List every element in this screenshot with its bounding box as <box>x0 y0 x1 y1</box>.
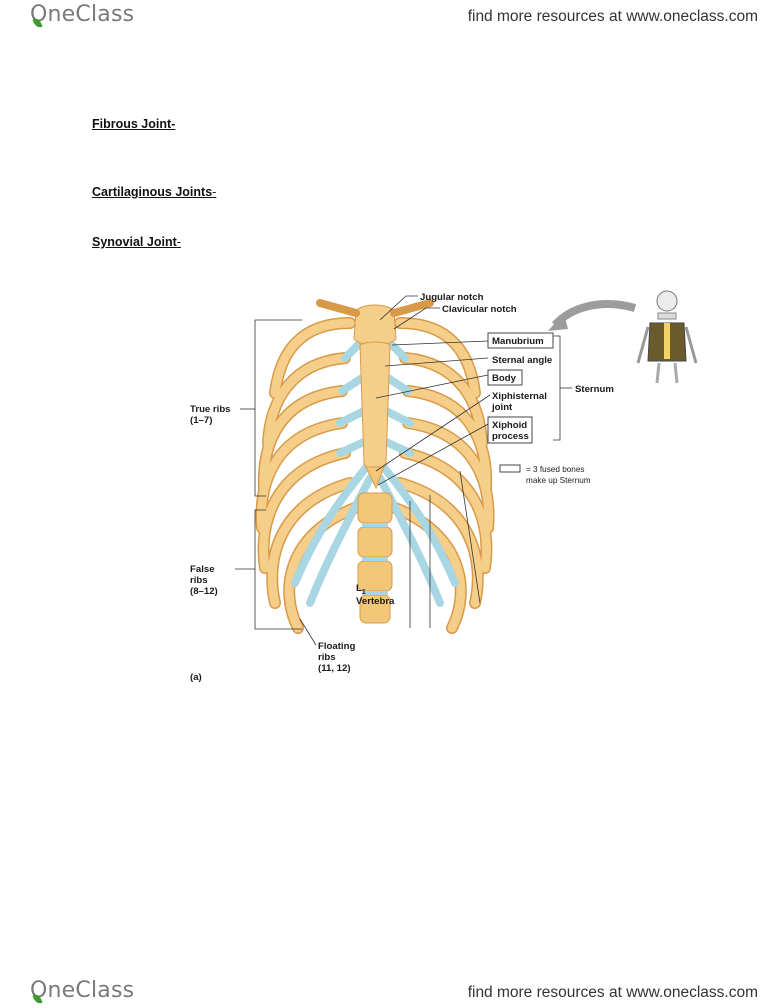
legend-line-1: = 3 fused bones <box>526 465 585 474</box>
legend-line-2: make up Sternum <box>526 476 591 485</box>
label-jugular-notch: Jugular notch <box>420 292 484 303</box>
label-sternum: Sternum <box>575 384 614 395</box>
logo-text: OneClass <box>30 2 135 27</box>
label-xiphisternal-1: Xiphisternal <box>492 391 547 402</box>
label-body: Body <box>492 373 517 384</box>
rib-cage-figure: Jugular notch Clavicular notch Manubrium… <box>180 283 720 693</box>
clavicles <box>316 299 434 317</box>
label-manubrium: Manubrium <box>492 336 544 347</box>
oneclass-logo-footer[interactable]: OneClass <box>30 978 135 1005</box>
heading-fibrous-joint: Fibrous Joint- <box>92 117 176 131</box>
label-xiphoid-1: Xiphoid <box>492 420 527 431</box>
label-xiphoid-2: process <box>492 431 529 442</box>
label-xiphisternal-2: joint <box>491 402 513 413</box>
logo-text: OneClass <box>30 978 135 1003</box>
mini-skeleton-icon <box>548 290 698 384</box>
resources-link-footer[interactable]: find more resources at www.oneclass.com <box>467 984 758 1001</box>
oneclass-logo[interactable]: OneClass <box>30 2 135 29</box>
label-false-ribs-2: ribs <box>190 575 208 586</box>
ribs <box>255 317 495 634</box>
label-sternal-angle: Sternal angle <box>492 355 552 366</box>
label-false-ribs-1: False <box>190 564 215 575</box>
label-vertebra: Vertebra <box>356 596 395 607</box>
heading-cartilaginous-joints: Cartilaginous Joints- <box>92 185 217 199</box>
sternum <box>353 304 397 490</box>
label-l1: L1 <box>356 583 366 596</box>
label-clavicular-notch: Clavicular notch <box>442 304 517 315</box>
label-true-ribs-2: (1–7) <box>190 415 212 426</box>
label-panel-a: (a) <box>190 672 202 683</box>
costal-cartilage <box>291 341 459 607</box>
resources-link[interactable]: find more resources at www.oneclass.com <box>467 8 758 25</box>
leader-lines <box>235 295 572 646</box>
vertebral-column <box>357 492 393 624</box>
label-floating-3: (11, 12) <box>318 663 351 674</box>
label-floating-1: Floating <box>318 641 355 652</box>
label-true-ribs-1: True ribs <box>190 404 231 415</box>
label-boxes <box>487 332 554 473</box>
label-false-ribs-3: (8–12) <box>190 586 218 597</box>
label-floating-2: ribs <box>318 652 336 663</box>
heading-synovial-joint: Synovial Joint- <box>92 235 181 249</box>
